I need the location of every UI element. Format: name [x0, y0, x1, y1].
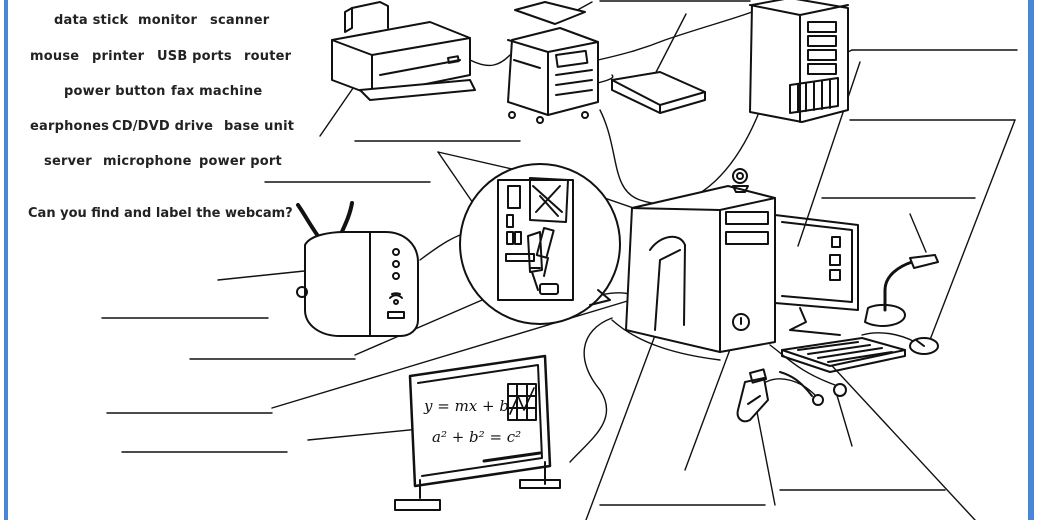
pointer-line: [835, 391, 853, 447]
webcam: [732, 168, 749, 193]
word-data-stick: data stick: [54, 13, 129, 28]
data-stick: [736, 368, 769, 423]
pointer-line: [271, 289, 665, 409]
keyboard: [781, 337, 906, 373]
pointer-line: [927, 119, 1016, 346]
equation-pythagoras: a² + b² = c²: [432, 428, 521, 446]
word-power-button: power button: [64, 84, 166, 99]
word-microphone: microphone: [103, 154, 192, 169]
microphone: [864, 254, 939, 327]
right-border: [1028, 0, 1034, 520]
pointer-line: [756, 411, 776, 506]
word-earphones: earphones: [30, 119, 110, 134]
word-router: router: [244, 49, 292, 64]
pointer-line: [909, 213, 927, 253]
router: [296, 201, 419, 337]
word-base-unit: base unit: [224, 119, 295, 134]
word-usb-ports: USB ports: [157, 49, 232, 64]
answer-lines: [101, 0, 1018, 506]
word-monitor: monitor: [138, 13, 198, 28]
equation-slope: y = mx + b: [423, 397, 509, 415]
pointer-line: [684, 327, 739, 471]
whiteboard: [394, 354, 561, 511]
word-fax-machine: fax machine: [171, 84, 263, 99]
word-mouse: mouse: [30, 49, 80, 64]
pointer-line: [821, 354, 976, 520]
pointer-line: [651, 13, 687, 81]
scanner: [611, 71, 706, 114]
word-printer: printer: [92, 49, 145, 64]
word-power-port: power port: [199, 154, 282, 169]
printer: [331, 1, 476, 101]
left-border: [4, 0, 8, 520]
monitor: [774, 214, 859, 336]
word-server: server: [44, 154, 92, 169]
webcam-question: Can you find and label the webcam?: [28, 206, 293, 221]
earphones: [779, 371, 847, 406]
pointer-line: [797, 61, 861, 247]
server: [749, 0, 849, 123]
magnifier-circle: [459, 163, 621, 325]
word-cd-dvd-drive: CD/DVD drive: [112, 119, 214, 134]
mouse: [909, 337, 939, 355]
base-unit: [625, 168, 776, 353]
word-scanner: scanner: [210, 13, 270, 28]
fax-machine: [507, 1, 599, 124]
